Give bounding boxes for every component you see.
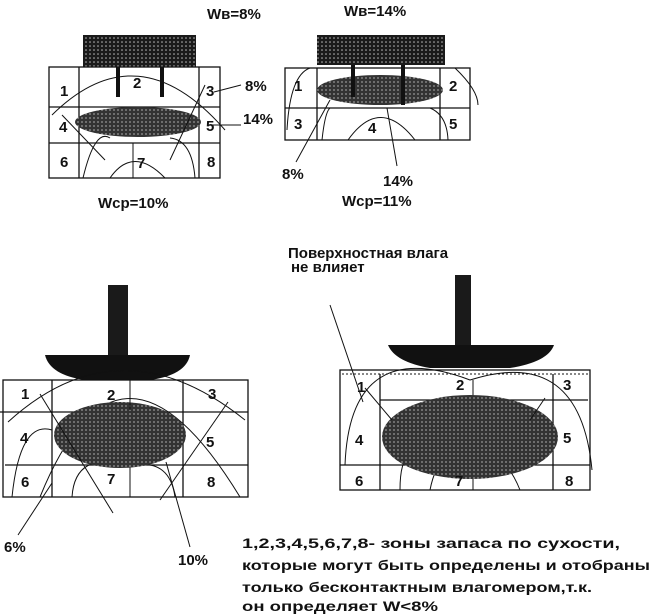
zone-3: 3	[206, 83, 214, 100]
zone-7: 7	[455, 473, 463, 490]
caption-line: только бесконтактным влагомером,т.к.	[242, 580, 592, 595]
zone-5: 5	[563, 430, 571, 447]
label-8pct: 8%	[245, 78, 267, 95]
leader-line	[295, 99, 331, 163]
probe-pin	[160, 67, 164, 97]
field-arc	[454, 67, 479, 106]
moisture-zone	[317, 75, 443, 105]
zone-4: 4	[355, 432, 364, 449]
moisture-zone	[75, 107, 201, 137]
diagram-d-contactless-probe: Поверхностная влага не влияет 1 2 3 4 5 …	[288, 245, 593, 491]
caption-line: которые могут быть определены и отобраны	[242, 558, 650, 573]
wcp-label: Wср=11%	[342, 193, 412, 210]
moisture-zone	[54, 402, 186, 468]
zone-7: 7	[107, 471, 115, 488]
field-arc	[286, 67, 311, 131]
caption-line: он определяет W<8%	[242, 599, 438, 614]
caption-line: 1,2,3,4,5,6,7,8- зоны запаса по сухости,	[242, 536, 620, 551]
zone-8: 8	[207, 154, 215, 171]
sensor-stem	[455, 275, 471, 347]
leader-line	[17, 482, 53, 536]
field-arc	[51, 75, 226, 131]
sensor-stem	[108, 285, 128, 357]
zone-1: 1	[294, 78, 302, 95]
zone-5: 5	[449, 116, 457, 133]
field-arc	[169, 137, 196, 179]
field-arc	[321, 107, 331, 141]
zone-4: 4	[59, 119, 68, 136]
probe-pin	[401, 65, 405, 105]
zone-5: 5	[206, 434, 214, 451]
zone-2: 2	[107, 387, 115, 404]
zone-4: 4	[368, 120, 377, 137]
zone-5: 5	[206, 118, 214, 135]
sensor-dish	[45, 355, 190, 380]
zone-2: 2	[456, 377, 464, 394]
moisture-zone	[382, 395, 558, 479]
zone-1: 1	[357, 379, 365, 396]
caption: 1,2,3,4,5,6,7,8- зоны запаса по сухости,…	[242, 536, 650, 614]
diagram-c-contactless-probe: 6% 10% 1 2 3 4 5 6 7 8	[0, 285, 249, 569]
surface-moisture-note: не влияет	[291, 259, 365, 276]
zone-4: 4	[20, 430, 29, 447]
zone-8: 8	[207, 474, 215, 491]
leader-line	[213, 84, 242, 93]
leader-line	[165, 461, 191, 548]
zone-2: 2	[133, 75, 141, 92]
label-14pct: 14%	[383, 173, 413, 190]
leader-line	[386, 107, 398, 167]
label-8pct: 8%	[282, 166, 304, 183]
field-arc	[109, 161, 166, 179]
grid	[284, 67, 471, 141]
grid	[48, 66, 221, 179]
zone-6: 6	[60, 154, 68, 171]
leader-line	[329, 304, 364, 403]
zone-1: 1	[60, 83, 68, 100]
probe-block	[83, 35, 196, 67]
field-arc	[429, 107, 449, 141]
field-arc	[11, 428, 53, 498]
probe-block	[317, 35, 445, 65]
zone-6: 6	[21, 474, 29, 491]
zone-3: 3	[563, 377, 571, 394]
probe-pin	[116, 67, 120, 97]
wb-label: Wв=14%	[344, 3, 406, 20]
diagram-a-contact-probe: Wв=8% 8% 14% Wср=10% 1 2 3 4 5 6 7 8	[48, 6, 273, 212]
zone-3: 3	[208, 386, 216, 403]
label-14pct: 14%	[243, 111, 273, 128]
zone-2: 2	[449, 78, 457, 95]
zone-7: 7	[137, 155, 145, 172]
zone-8: 8	[565, 473, 573, 490]
zone-3: 3	[294, 116, 302, 133]
wcp-label: Wср=10%	[98, 195, 168, 212]
field-arc	[134, 463, 176, 498]
field-arc	[344, 367, 593, 471]
label-10pct: 10%	[178, 552, 208, 569]
label-6pct: 6%	[4, 539, 26, 556]
field-arc	[7, 370, 246, 423]
diagram-b-contact-probe: Wв=14% 8% 14% Wср=11% 1 2 3 4 5	[282, 3, 479, 210]
zone-6: 6	[355, 473, 363, 490]
sensor-dish	[388, 345, 554, 368]
probe-pin	[351, 65, 355, 97]
zone-1: 1	[21, 386, 29, 403]
field-arc	[82, 135, 111, 179]
wb-label: Wв=8%	[207, 6, 261, 23]
surface-moisture-note: Поверхностная влага	[288, 245, 449, 262]
field-arc	[347, 117, 416, 141]
